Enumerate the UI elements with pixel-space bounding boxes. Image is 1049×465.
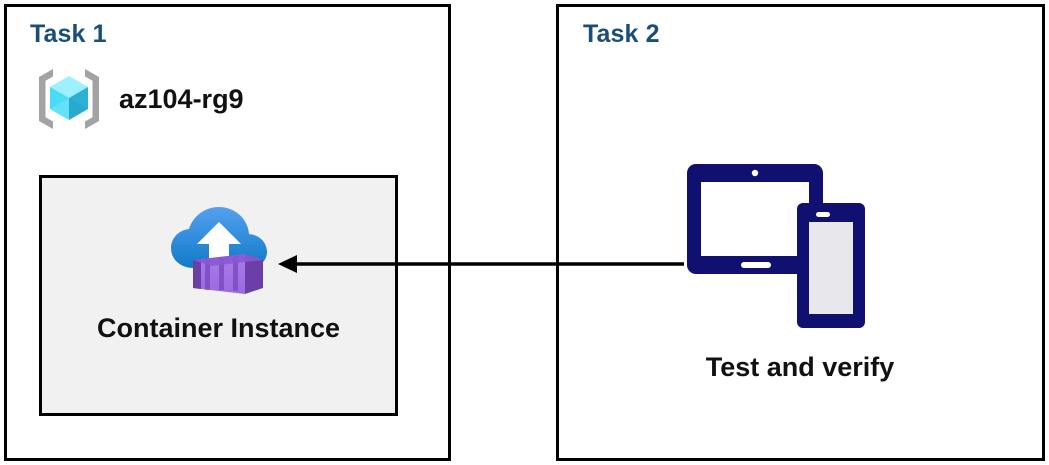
- tablet-and-phone-icon: [687, 164, 865, 328]
- azure-resource-group-icon: [39, 69, 99, 129]
- container-instance-label: Container Instance: [96, 313, 341, 343]
- task-2-title: Task 2: [583, 20, 660, 48]
- container-instance-icon: [170, 207, 267, 294]
- flow-arrow: [278, 255, 684, 273]
- resource-group-name: az104-rg9: [119, 83, 244, 114]
- task-1-title: Task 1: [30, 20, 107, 48]
- test-and-verify-label: Test and verify: [705, 352, 895, 382]
- resource-group-row: az104-rg9: [33, 63, 244, 135]
- container-instance-card: Container Instance: [39, 175, 398, 416]
